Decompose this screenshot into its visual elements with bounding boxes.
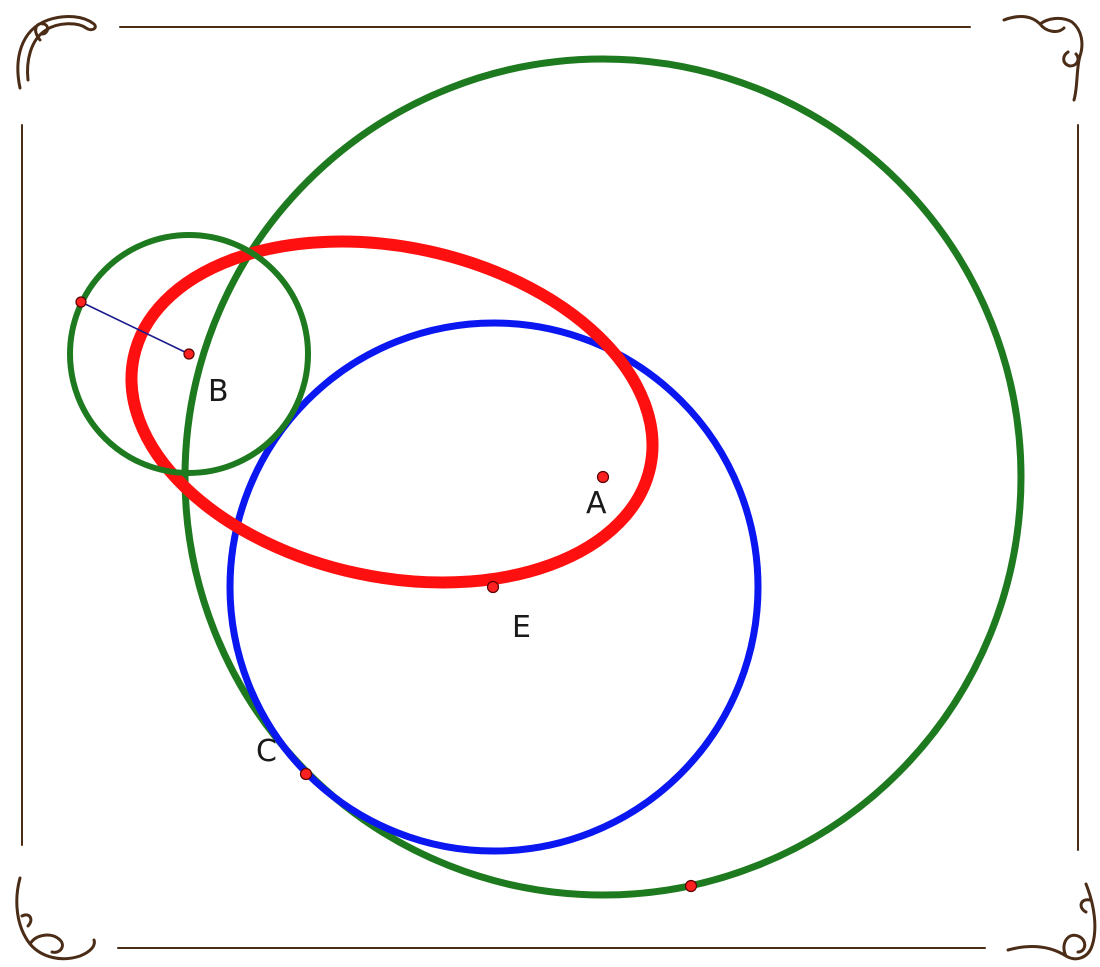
- points: [75, 296, 698, 893]
- label-A: A: [586, 486, 607, 521]
- point-on-large-circle[interactable]: [684, 879, 698, 893]
- corner-flourish-top-left: [16, 15, 97, 90]
- label-E: E: [512, 610, 531, 645]
- point-on-small-circle[interactable]: [75, 296, 87, 308]
- radius-segment: [80, 301, 190, 355]
- small-green-circle: [67, 232, 311, 476]
- point-C[interactable]: [299, 767, 313, 781]
- red-ellipse: [125, 235, 659, 589]
- corner-flourish-bottom-right: [1006, 882, 1097, 961]
- label-B: B: [208, 374, 229, 409]
- point-A[interactable]: [596, 470, 610, 484]
- blue-circle: [226, 319, 762, 855]
- point-B[interactable]: [183, 348, 195, 360]
- decorative-frame: [15, 15, 1097, 961]
- corner-flourish-top-right: [1002, 15, 1084, 102]
- large-green-circle: [181, 55, 1025, 899]
- point-E[interactable]: [486, 580, 500, 594]
- label-C: C: [256, 734, 277, 769]
- corner-flourish-bottom-left: [15, 876, 96, 961]
